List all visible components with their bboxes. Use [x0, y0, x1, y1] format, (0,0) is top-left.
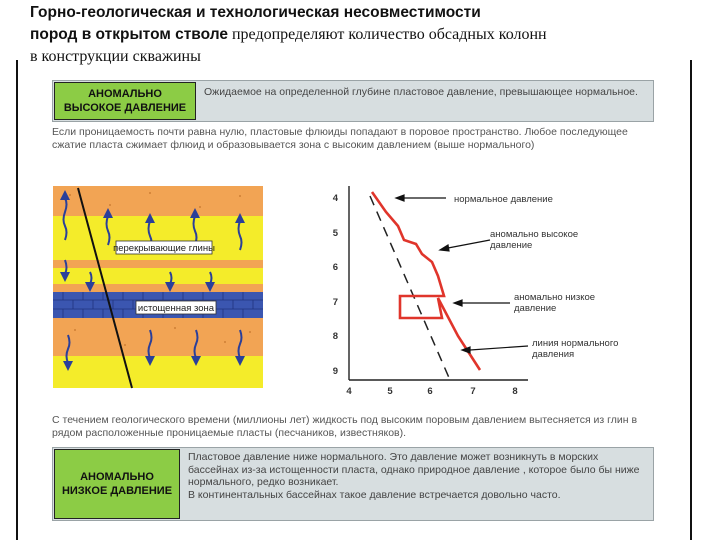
depth-tick-9: 9 [333, 366, 338, 377]
top-paragraph: Если проницаемость почти равна нулю, пла… [52, 126, 628, 151]
fluid-arrow [237, 220, 243, 251]
high-pressure-label-line2: ВЫСОКОЕ ДАВЛЕНИЕ [63, 102, 187, 114]
overlying-clays-box [115, 240, 213, 255]
x-tick-5: 5 [387, 386, 393, 397]
heading-line3: в конструкции скважины [30, 48, 201, 65]
fluid-arrow [62, 197, 68, 241]
callout-normal-pressure: нормальное давление [454, 194, 553, 205]
low-pressure-label: АНОМАЛЬНО НИЗКОЕ ДАВЛЕНИЕ [54, 449, 180, 519]
heading-line1: Горно-геологическая и технологическая не… [30, 4, 481, 21]
low-pressure-label-line1: АНОМАЛЬНО [80, 471, 154, 483]
x-tick-8: 8 [512, 386, 517, 397]
fluid-arrow [193, 329, 199, 359]
low-pressure-text-main: Пластовое давление ниже нормального. Это… [188, 451, 640, 488]
fluid-arrow [192, 215, 198, 246]
high-pressure-label-line1: АНОМАЛЬНО [88, 88, 162, 100]
depleted-zone-box [135, 300, 217, 315]
fluid-arrow [237, 329, 243, 359]
depth-tick-5: 5 [333, 228, 339, 239]
depth-tick-8: 8 [333, 331, 338, 342]
callout-arrows [394, 194, 529, 354]
x-tick-6: 6 [427, 386, 432, 397]
depth-tick-4: 4 [333, 193, 339, 204]
depleted-zone-label: истощенная зона [138, 303, 215, 314]
stratum-sand-2 [53, 268, 263, 284]
x-tick-7: 7 [470, 386, 475, 397]
callout-high-pressure: аномально высокое давление [490, 229, 579, 251]
heading-line2-bold: пород в открытом стволе [30, 26, 228, 43]
page-heading: Горно-геологическая и технологическая не… [30, 2, 720, 68]
stratum-clay-4 [53, 318, 263, 356]
stratum-clay-1 [53, 186, 263, 216]
high-pressure-label: АНОМАЛЬНО ВЫСОКОЕ ДАВЛЕНИЕ [54, 82, 196, 120]
normal-pressure-line [369, 195, 451, 381]
overlying-clays-label: перекрывающие глины [113, 243, 215, 254]
content-frame [16, 60, 692, 540]
high-pressure-text: Ожидаемое на определенной глубине пласто… [204, 86, 638, 98]
depth-tick-6: 6 [333, 262, 338, 273]
clay-texture [69, 192, 251, 346]
stratum-clay-3 [53, 284, 263, 292]
depth-tick-7: 7 [333, 297, 338, 308]
low-pressure-label-line2: НИЗКОЕ ДАВЛЕНИЕ [61, 485, 173, 497]
stratum-clay-2 [53, 260, 263, 268]
arrow-heads [60, 190, 245, 371]
callout-low-pressure: аномально низкое давление [514, 292, 596, 314]
fault-line [77, 187, 133, 389]
bottom-paragraph: С течением геологического времени (милли… [52, 414, 638, 439]
stratum-sand-3 [53, 356, 263, 388]
fluid-arrow [65, 334, 71, 364]
low-pressure-text: Пластовое давление ниже нормального. Это… [188, 451, 644, 501]
actual-pressure-curve [370, 191, 482, 371]
callout-normal-line: линия нормального давления [532, 338, 619, 360]
x-tick-4: 4 [346, 386, 352, 397]
low-pressure-text-continental: В континентальных бассейнах такое давлен… [188, 488, 561, 501]
fluid-arrow [105, 215, 111, 246]
heading-line2-rest: предопределяют количество обсадных колон… [227, 26, 547, 43]
fluid-arrow [147, 329, 153, 359]
